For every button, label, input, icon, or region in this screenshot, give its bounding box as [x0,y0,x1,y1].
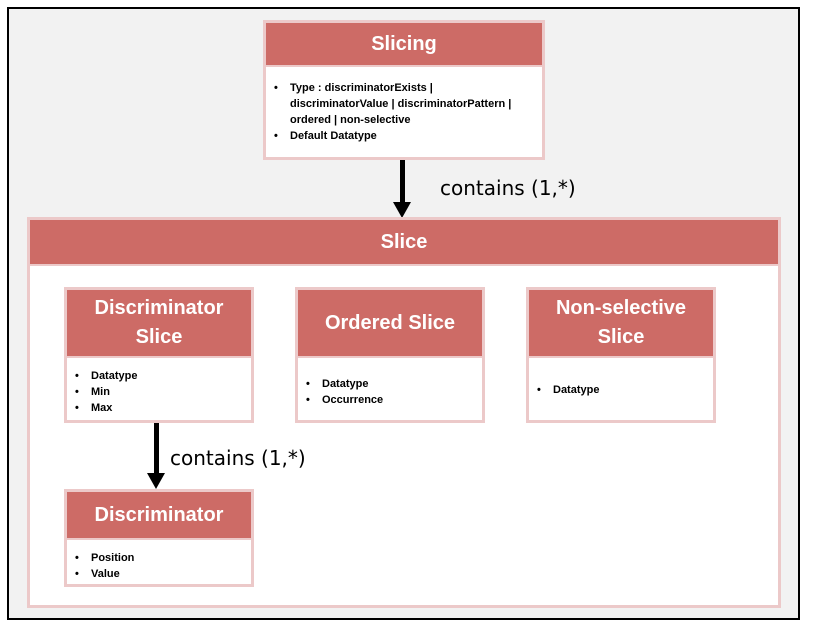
discriminator-slice-title: Discriminator Slice [67,290,251,358]
slicing-title-text: Slicing [371,32,437,55]
non-selective-slice-attributes: Datatype [529,382,713,398]
discriminator-box: Discriminator Position Value [64,489,254,587]
discriminator-attribute-position: Position [67,550,251,566]
non-selective-slice-title-line2: Slice [597,326,645,348]
ordered-slice-box: Ordered Slice Datatype Occurrence [295,287,485,423]
non-selective-slice-attribute-datatype: Datatype [529,382,713,398]
contains-label-inner: contains (1,*) [170,446,306,470]
non-selective-slice-title-line1: Non-selective [555,297,687,319]
contains-arrow-top-shaft [400,160,405,202]
non-selective-slice-box: Non-selective Slice Datatype [526,287,716,423]
contains-arrow-inner-head [147,473,165,489]
slicing-attributes: Type : discriminatorExists | discriminat… [266,80,542,144]
ordered-slice-title-text: Ordered Slice [324,311,456,334]
ordered-slice-title: Ordered Slice [298,290,482,358]
ordered-slice-attributes: Datatype Occurrence [298,376,482,408]
non-selective-slice-title: Non-selective Slice [529,290,713,358]
slicing-attribute-default-datatype: Default Datatype [266,128,534,144]
contains-arrow-top-head [393,202,411,218]
discriminator-attributes: Position Value [67,550,251,582]
slice-title-text: Slice [380,230,428,253]
contains-arrow-inner-shaft [154,423,159,473]
discriminator-slice-title-line1: Discriminator [94,297,224,319]
discriminator-title: Discriminator [67,492,251,540]
discriminator-title-text: Discriminator [94,503,224,526]
discriminator-slice-title-line2: Slice [135,326,183,348]
ordered-slice-attribute-occurrence: Occurrence [298,392,482,408]
discriminator-attribute-value: Value [67,566,251,582]
ordered-slice-attribute-datatype: Datatype [298,376,482,392]
slicing-attribute-type: Type : discriminatorExists | discriminat… [266,80,534,128]
discriminator-slice-attribute-datatype: Datatype [67,368,251,384]
contains-label-top: contains (1,*) [440,176,576,200]
slicing-title: Slicing [266,23,542,67]
discriminator-slice-box: Discriminator Slice Datatype Min Max [64,287,254,423]
slicing-box: Slicing Type : discriminatorExists | dis… [263,20,545,160]
discriminator-slice-attribute-min: Min [67,384,251,400]
discriminator-slice-attribute-max: Max [67,400,251,416]
slice-title: Slice [30,220,778,266]
discriminator-slice-attributes: Datatype Min Max [67,368,251,416]
